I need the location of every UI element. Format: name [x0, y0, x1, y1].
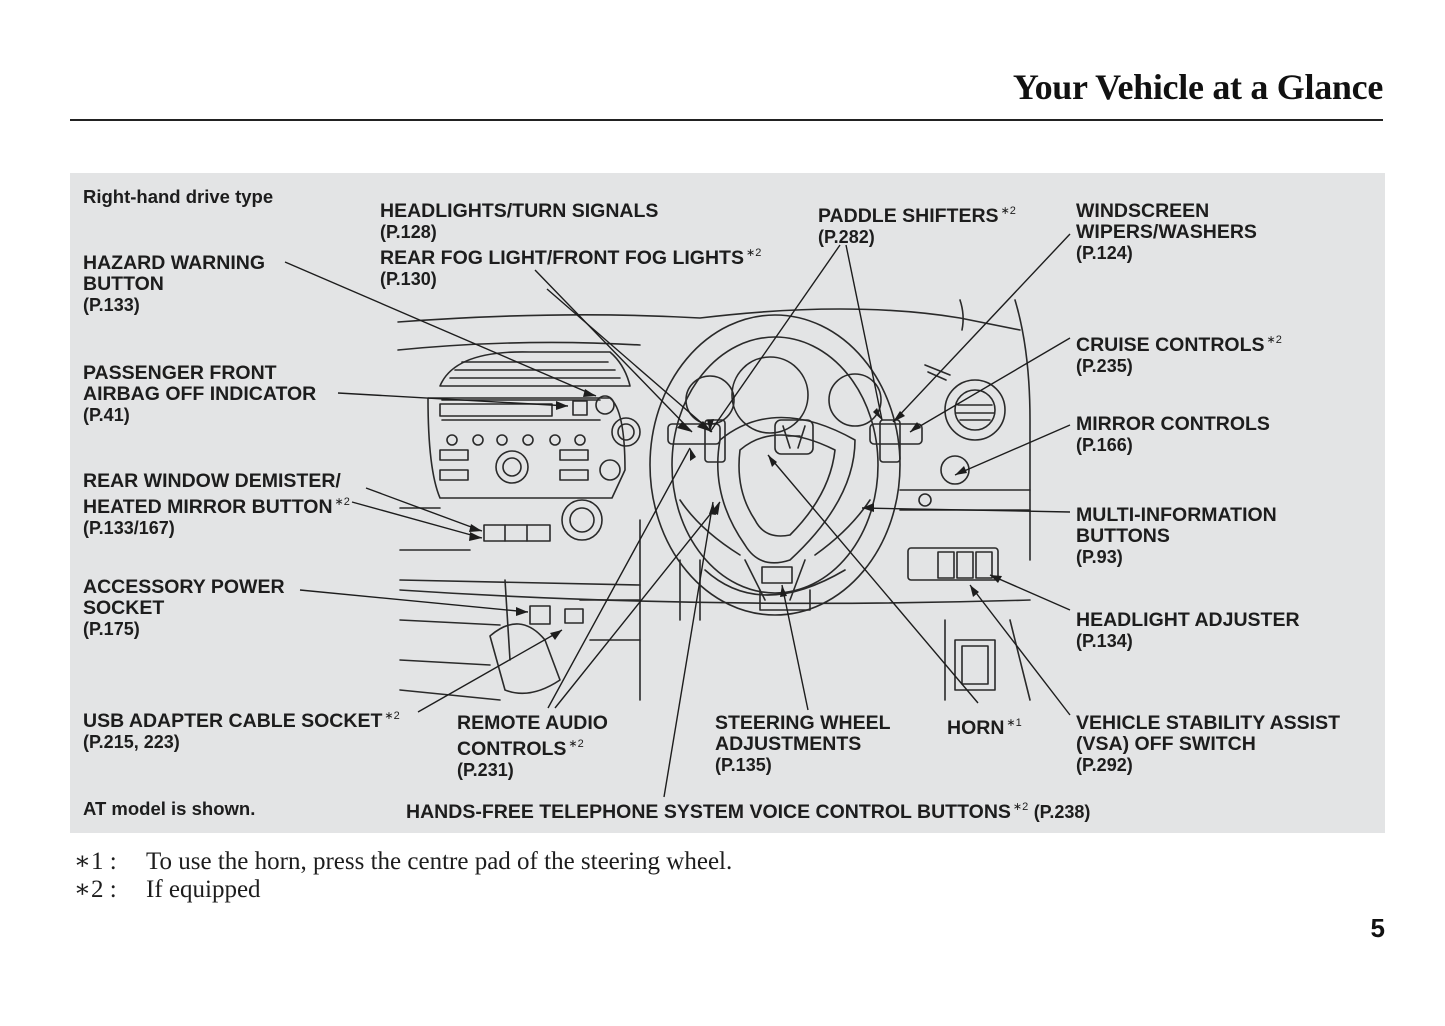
footnote-2: ∗2 :If equipped: [74, 876, 261, 903]
label-rear-fog-light: REAR FOG LIGHT/FRONT FOG LIGHTS∗2 (P.130…: [380, 247, 762, 289]
label-multi-information-buttons: MULTI-INFORMATION BUTTONS (P.93): [1076, 504, 1277, 568]
model-note: AT model is shown.: [83, 798, 256, 819]
drive-type-note: Right-hand drive type: [83, 186, 274, 207]
label-passenger-airbag-off-indicator: PASSENGER FRONT AIRBAG OFF INDICATOR (P.…: [83, 362, 317, 426]
label-mirror-controls: MIRROR CONTROLS (P.166): [1076, 413, 1270, 456]
label-usb-adapter-cable-socket: USB ADAPTER CABLE SOCKET∗2 (P.215, 223): [83, 710, 400, 752]
page-number: 5: [1370, 913, 1385, 943]
label-rear-window-demister: REAR WINDOW DEMISTER/ HEATED MIRROR BUTT…: [83, 470, 350, 539]
label-vsa-off-switch: VEHICLE STABILITY ASSIST (VSA) OFF SWITC…: [1076, 712, 1341, 776]
label-horn: HORN∗1: [947, 717, 1022, 739]
label-paddle-shifters: PADDLE SHIFTERS∗2 (P.282): [818, 205, 1016, 247]
label-steering-wheel-adjustments: STEERING WHEEL ADJUSTMENTS (P.135): [715, 712, 891, 776]
label-headlight-adjuster: HEADLIGHT ADJUSTER (P.134): [1076, 609, 1300, 652]
label-windscreen-wipers: WINDSCREEN WIPERS/WASHERS (P.124): [1076, 200, 1257, 264]
label-headlights-turn-signals: HEADLIGHTS/TURN SIGNALS (P.128): [380, 200, 659, 243]
label-accessory-power-socket: ACCESSORY POWER SOCKET (P.175): [83, 576, 285, 640]
label-remote-audio-controls: REMOTE AUDIO CONTROLS∗2 (P.231): [457, 712, 608, 781]
label-cruise-controls: CRUISE CONTROLS∗2 (P.235): [1076, 334, 1282, 376]
footnote-1: ∗1 :To use the horn, press the centre pa…: [74, 848, 733, 875]
diagram-panel: [70, 173, 1385, 833]
label-hazard-warning-button: HAZARD WARNING BUTTON (P.133): [83, 252, 265, 316]
title-rule: [70, 119, 1383, 121]
label-hands-free-telephone: HANDS-FREE TELEPHONE SYSTEM VOICE CONTRO…: [406, 801, 1091, 823]
page-title: Your Vehicle at a Glance: [1012, 67, 1383, 107]
